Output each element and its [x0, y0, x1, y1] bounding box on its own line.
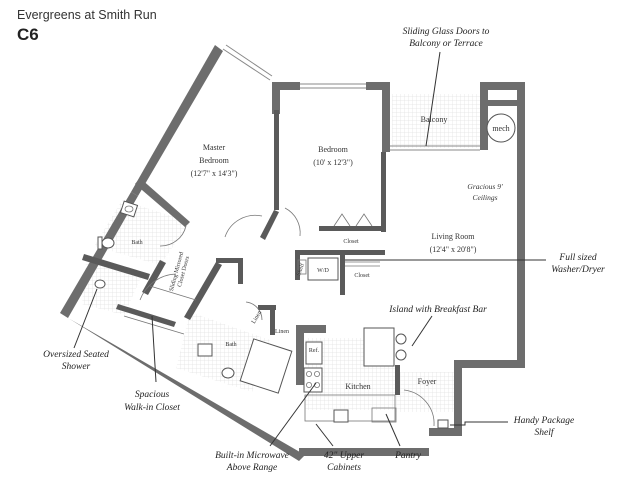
second-bath-label: Bath — [225, 342, 236, 348]
callout-package-1: Handy Package — [513, 416, 574, 426]
callouts: Sliding Glass Doors to Balcony or Terrac… — [43, 27, 605, 473]
second-sink — [197, 343, 213, 357]
callout-sliding-doors-1: Sliding Glass Doors to — [403, 27, 490, 37]
callout-microwave-2: Above Range — [226, 463, 277, 473]
callout-cabinets-1: 42" Upper — [324, 451, 364, 461]
foyer-label: Foyer — [418, 377, 437, 386]
master-toilet — [101, 237, 115, 249]
master-bedroom-name-2: Bedroom — [199, 156, 230, 165]
kitchen-label: Kitchen — [345, 382, 370, 391]
callout-walkin-2: Walk-in Closet — [124, 403, 180, 413]
bedroom-name: Bedroom — [318, 145, 349, 154]
bathtub — [239, 338, 293, 394]
mech-room: mech — [480, 92, 520, 150]
kitchen-sink — [333, 409, 349, 423]
ref-label: Ref. — [309, 347, 320, 354]
tile-floors — [82, 94, 486, 412]
bedroom-dimensions: (10' x 12'3") — [313, 158, 353, 167]
callout-cabinets-2: Cabinets — [327, 463, 361, 473]
shelf-label: Shelf — [295, 262, 306, 276]
mech-label: mech — [492, 124, 509, 133]
door-swings — [159, 207, 435, 427]
sliding-glass-doors — [222, 44, 480, 151]
closet-shelf — [149, 285, 197, 301]
linen-label-2: Linen — [275, 329, 289, 335]
callout-washer-2: Washer/Dryer — [551, 265, 605, 275]
ceilings-line-2: Ceilings — [472, 193, 497, 202]
unit-code: C6 — [17, 25, 39, 44]
community-name: Evergreens at Smith Run — [17, 8, 157, 22]
bar-stool-1 — [395, 333, 407, 345]
shelf-box — [297, 259, 307, 275]
callout-shower-2: Shower — [62, 362, 91, 372]
callout-sliding-doors-2: Balcony or Terrace — [409, 39, 483, 49]
ceilings-line-1: Gracious 9' — [467, 182, 503, 191]
interior-walls — [82, 110, 400, 395]
pantry — [371, 407, 397, 423]
master-bedroom-name-1: Master — [203, 143, 226, 152]
exterior-walls — [60, 45, 525, 461]
refrigerator — [305, 341, 323, 365]
walkin-closet-door-swing — [139, 273, 177, 301]
living-room-name: Living Room — [432, 232, 476, 241]
bar-stool-2 — [395, 349, 407, 361]
callout-pantry: Pantry — [394, 451, 422, 461]
room-labels: Master Bedroom (12'7" x 14'3") Bedroom (… — [131, 115, 503, 391]
bedroom-closet-label: Closet — [343, 239, 359, 245]
callout-microwave-1: Built-in Microwave — [215, 451, 289, 461]
linen-label: Linen — [251, 310, 263, 325]
kitchen-island — [363, 327, 395, 367]
callout-washer-1: Full sized — [558, 253, 596, 263]
wd-label: W/D — [317, 268, 329, 274]
range — [303, 367, 323, 393]
callout-walkin-1: Spacious — [135, 390, 170, 400]
washer-dryer — [307, 257, 339, 281]
callout-island: Island with Breakfast Bar — [388, 304, 487, 315]
callout-shower-1: Oversized Seated — [43, 350, 109, 360]
mech-unit — [486, 113, 516, 143]
master-bedroom-dimensions: (12'7" x 14'3") — [191, 169, 238, 178]
callout-package-2: Shelf — [535, 427, 555, 438]
shower-seat — [94, 279, 106, 289]
package-shelf — [437, 419, 449, 429]
balcony-label: Balcony — [421, 115, 448, 124]
second-toilet — [221, 367, 235, 379]
master-bath-label: Bath — [131, 240, 142, 246]
living-room-dimensions: (12'4" x 20'8") — [430, 245, 477, 254]
callout-leaders — [73, 51, 546, 447]
small-closet-label: Closet — [354, 273, 370, 279]
master-sink — [119, 200, 139, 218]
fixtures — [94, 200, 449, 429]
